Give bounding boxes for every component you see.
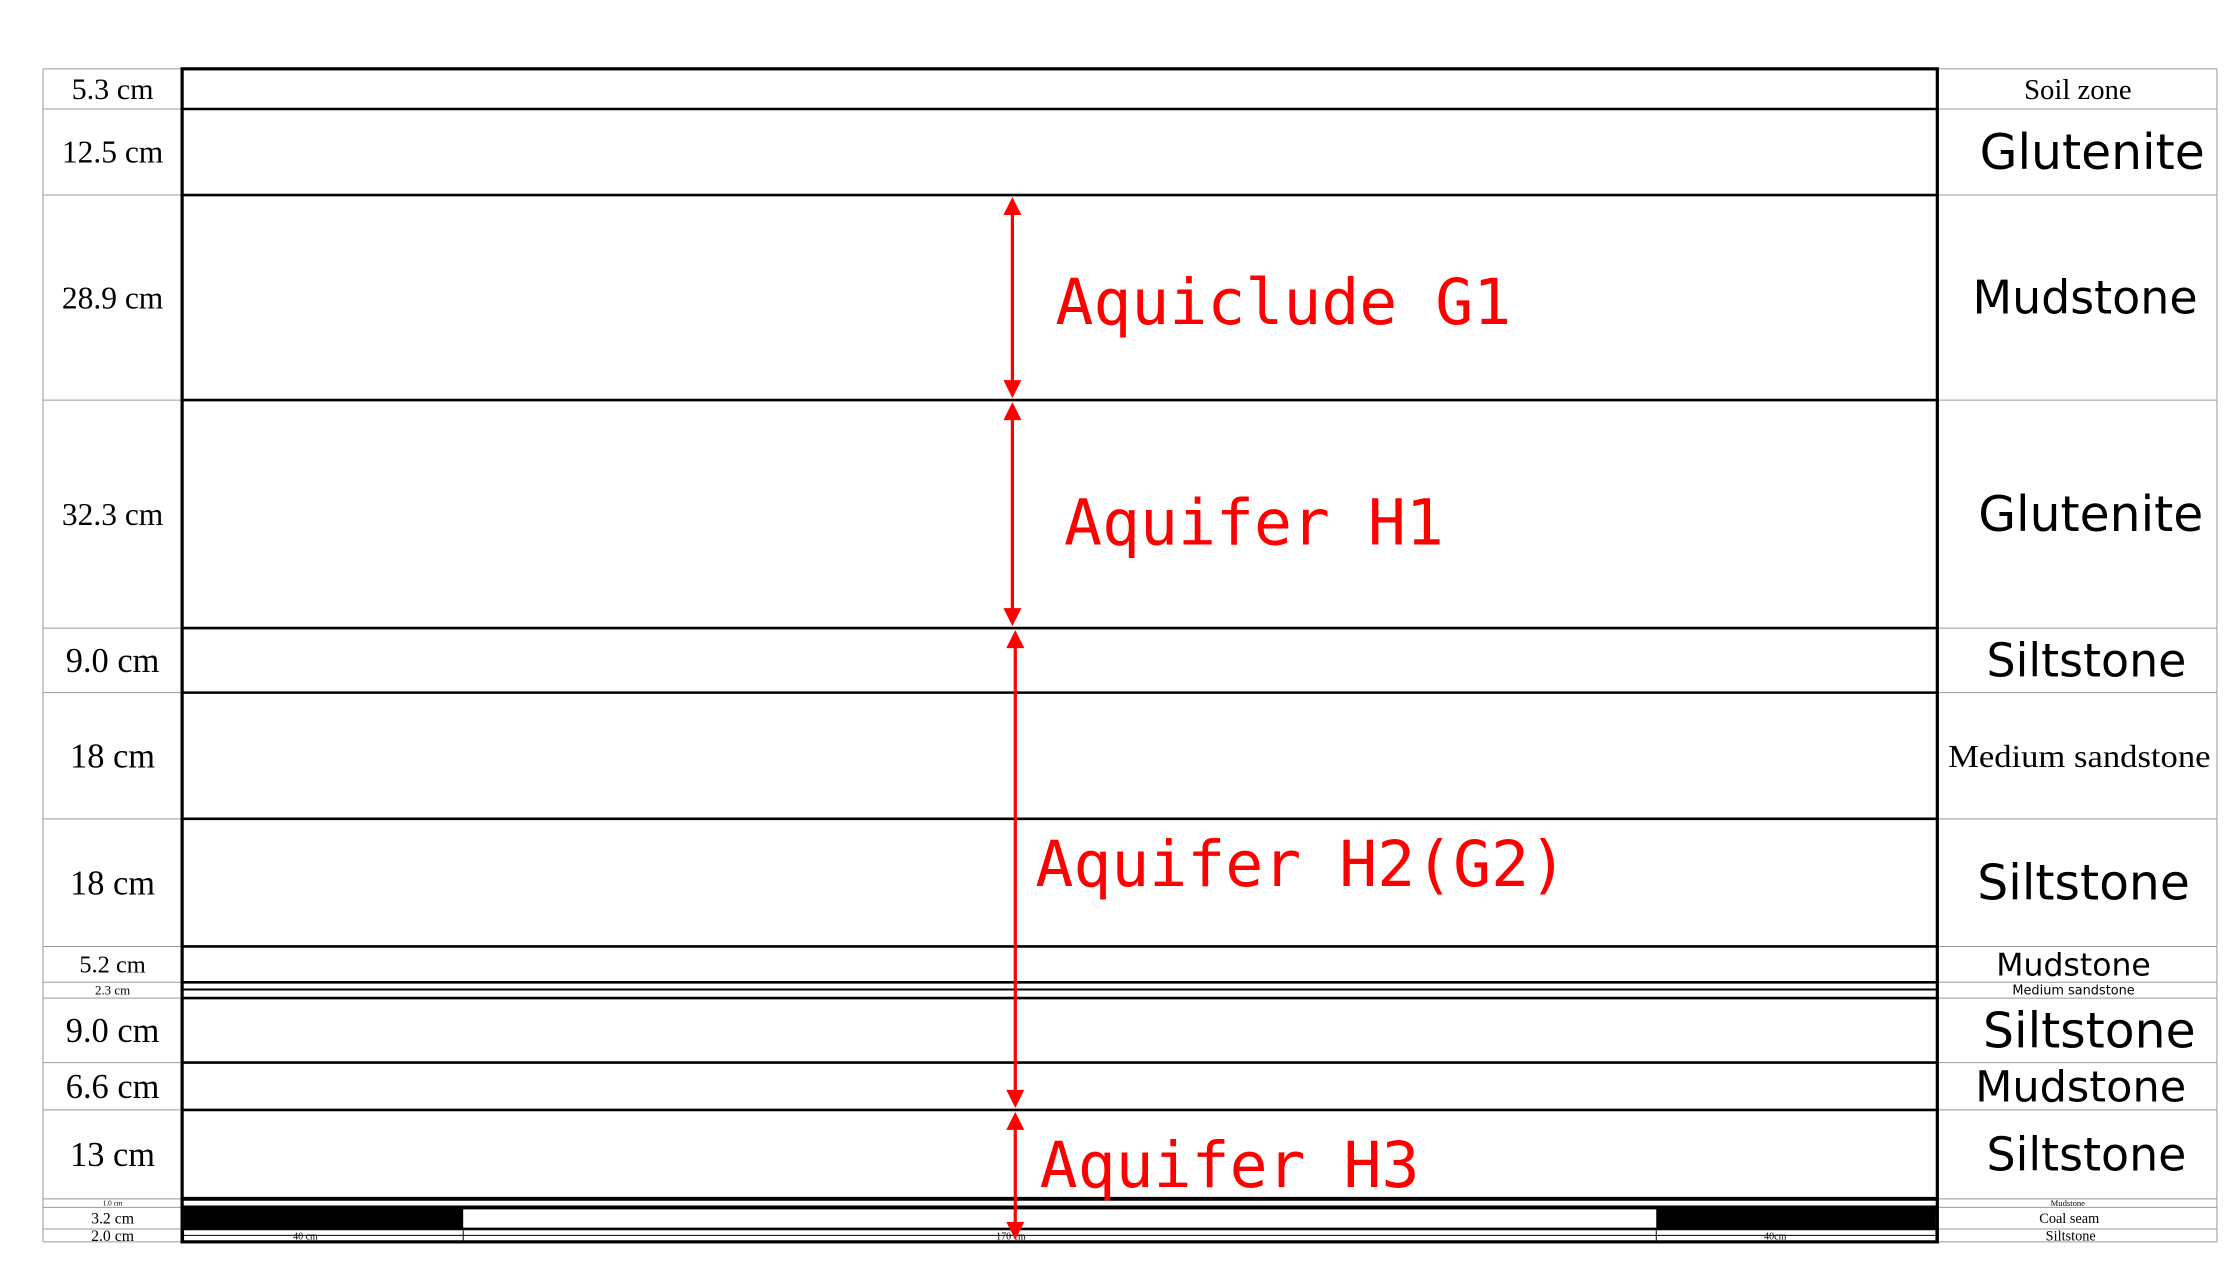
thickness-label: 3.2 cm (91, 1211, 135, 1228)
thickness-label: 5.3 cm (72, 72, 154, 106)
width-dimension-line: 40 cm 170 cm 40cm (182, 1230, 1938, 1243)
zone-arrows (1003, 197, 1025, 1240)
thickness-label: 1.0 cm (103, 1200, 123, 1208)
model-frame (180, 67, 1939, 1244)
thickness-label: 12.5 cm (62, 135, 164, 170)
model-outline (180, 67, 1939, 1244)
coal-pillar-right (1656, 1207, 1936, 1229)
dimension-label-left: 40 cm (293, 1232, 318, 1243)
arrow-head (1003, 402, 1022, 421)
lithology-label: Soil zone (2024, 74, 2132, 106)
arrow-head (1003, 380, 1022, 399)
arrow-head (1003, 197, 1022, 216)
lithology-label: Siltstone (1983, 1002, 2196, 1059)
arrow-head (1006, 630, 1025, 649)
dimension-label-right: 40cm (1764, 1232, 1786, 1243)
dimension-label-middle: 170 cm (996, 1232, 1026, 1243)
thickness-label: 18 cm (70, 864, 155, 902)
zone-label-3: Aquifer H2(G2) (1035, 827, 1567, 901)
lithology-label: Siltstone (1987, 633, 2187, 687)
lithology-label: Mudstone (2051, 1198, 2086, 1208)
lithology-label: Glutenite (1980, 124, 2205, 181)
arrow-head (1003, 608, 1022, 627)
lithology-column: Soil zoneGluteniteMudstoneGluteniteSilts… (1948, 74, 2210, 1244)
lithology-label: Siltstone (2046, 1228, 2096, 1244)
lithology-label: Mudstone (1975, 1062, 2186, 1112)
thickness-label: 28.9 cm (62, 280, 164, 315)
arrow-head (1006, 1111, 1025, 1130)
thickness-label: 6.6 cm (66, 1068, 160, 1106)
lithology-label: Coal seam (2039, 1211, 2099, 1227)
arrow-head (1006, 1089, 1025, 1108)
thickness-label: 18 cm (70, 737, 155, 775)
zone-arrow-2 (1003, 402, 1022, 627)
lithology-label: Mudstone (1972, 271, 2197, 325)
coal-seam-blocks (183, 1207, 1936, 1229)
zone-labels: Aquiclude G1 Aquifer H1 Aquifer H2(G2) Aqui… (1035, 265, 1567, 1202)
lithology-label: Medium sandstone (2012, 984, 2134, 999)
arrow-head (1006, 1221, 1025, 1240)
zone-arrow-3 (1006, 630, 1025, 1108)
layer-boundaries (42, 67, 2218, 1244)
lithology-label: Glutenite (1978, 486, 2203, 543)
zone-arrow-4 (1006, 1111, 1025, 1240)
zone-arrow-1 (1003, 197, 1022, 399)
lithology-label: Siltstone (1977, 855, 2190, 912)
coal-pillar-left (183, 1207, 464, 1229)
thickness-label: 13 cm (70, 1136, 155, 1174)
thickness-label: 5.2 cm (79, 952, 145, 979)
lithology-label: Medium sandstone (1948, 739, 2210, 774)
thickness-column: 5.3 cm 12.5 cm 28.9 cm 32.3 cm 9.0 cm 18 cm 18… (62, 72, 164, 1245)
lithology-label: Mudstone (1996, 947, 2151, 983)
thickness-label: 32.3 cm (62, 497, 164, 532)
thickness-label: 9.0 cm (66, 642, 160, 680)
thickness-label: 2.3 cm (95, 984, 130, 998)
zone-label-4: Aquifer H3 (1040, 1128, 1420, 1202)
zone-label-1: Aquiclude G1 (1055, 265, 1511, 339)
zone-label-2: Aquifer H1 (1064, 486, 1444, 560)
lithology-label: Siltstone (1987, 1127, 2187, 1181)
thickness-label: 2.0 cm (91, 1228, 135, 1245)
thickness-label: 9.0 cm (66, 1012, 160, 1050)
